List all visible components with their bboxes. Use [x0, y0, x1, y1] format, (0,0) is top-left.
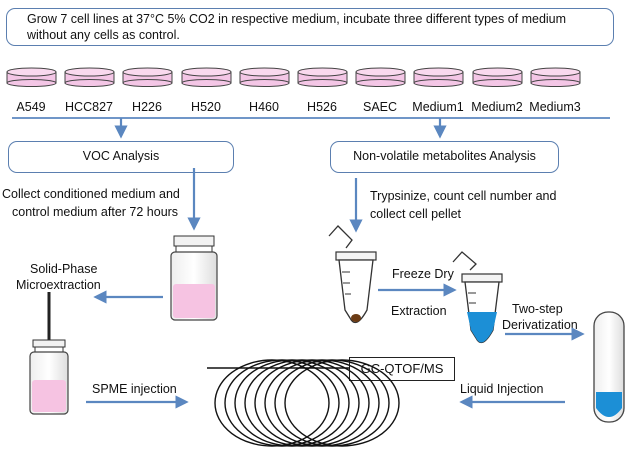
nonvolatile-analysis-box: Non-volatile metabolites Analysis	[330, 141, 559, 173]
nonvol-step-trypsinize-line1: Trypsinize, count cell number and	[370, 189, 557, 203]
cell-pellet-tube-icon	[328, 225, 377, 324]
petri-dish-icon	[122, 67, 173, 87]
freeze-dry-label: Freeze Dry	[392, 267, 454, 281]
liquid-injection-label: Liquid Injection	[460, 382, 544, 396]
petri-dish-icon	[297, 67, 348, 87]
cell-line-label: Medium2	[471, 100, 523, 114]
derivatization-tube-icon	[452, 251, 503, 344]
intro-box: Grow 7 cell lines at 37°C 5% CO2 in resp…	[6, 8, 614, 46]
petri-dish-icon	[355, 67, 406, 87]
petri-dish-icon	[181, 67, 232, 87]
petri-dish-icon	[64, 67, 115, 87]
test-tube-icon	[593, 311, 625, 423]
voc-step-collect-line2: control medium after 72 hours	[12, 205, 179, 219]
derivatization-label-line2: Derivatization	[502, 318, 578, 332]
cell-line-label: Medium3	[529, 100, 581, 114]
cell-line-label: H526	[307, 100, 337, 114]
spme-label-line1: Solid-Phase	[30, 262, 98, 276]
derivatization-label-line1: Two-step	[512, 302, 563, 316]
cell-line-label: Medium1	[412, 100, 464, 114]
spme-vial-icon	[29, 292, 69, 415]
extraction-label: Extraction	[391, 304, 447, 318]
nonvolatile-analysis-label: Non-volatile metabolites Analysis	[353, 149, 536, 163]
nonvol-step-trypsinize-line2: collect cell pellet	[370, 207, 462, 221]
petri-dish-icon	[472, 67, 523, 87]
voc-step-collect-line1: Collect conditioned medium and	[2, 187, 180, 201]
spme-injection-label: SPME injection	[92, 382, 177, 396]
spme-label-line2: Microextraction	[16, 278, 101, 292]
intro-text-line2: without any cells as control.	[27, 28, 180, 42]
cell-line-label: H520	[191, 100, 221, 114]
petri-dish-icon	[530, 67, 581, 87]
cell-line-label: A549	[16, 100, 46, 114]
cell-line-label: SAEC	[362, 100, 398, 114]
medium-vial-icon	[170, 235, 218, 321]
petri-dish-icon	[6, 67, 57, 87]
cell-line-label: HCC827	[65, 100, 113, 114]
intro-text-line1: Grow 7 cell lines at 37°C 5% CO2 in resp…	[27, 12, 567, 26]
voc-analysis-label: VOC Analysis	[82, 149, 160, 163]
petri-dish-icon	[239, 67, 290, 87]
petri-dish-icon	[413, 67, 464, 87]
cell-line-label: H226	[132, 100, 162, 114]
cell-line-label: H460	[249, 100, 279, 114]
gc-column-coil-icon	[207, 359, 400, 447]
voc-analysis-box: VOC Analysis	[8, 141, 234, 173]
